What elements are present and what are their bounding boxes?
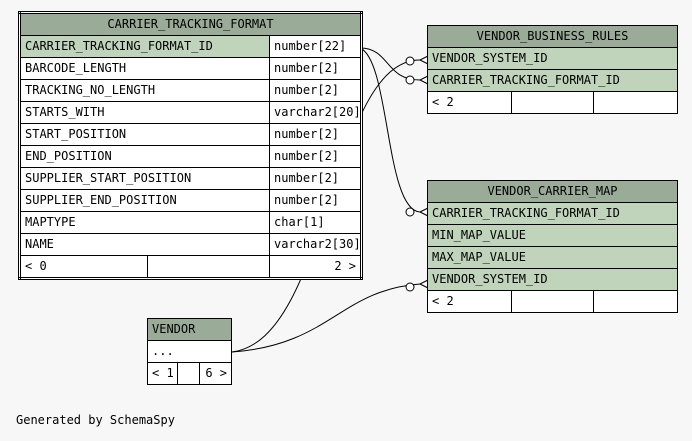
column-type: char[1] (268, 211, 363, 234)
column-name: SUPPLIER_START_POSITION (19, 167, 270, 190)
table-vendor[interactable]: VENDOR ... < 1 6 > (147, 318, 232, 385)
parents-count[interactable]: < 1 (147, 362, 178, 385)
spacer (592, 91, 679, 114)
column-type: number[2] (268, 145, 363, 168)
column-type: number[2] (268, 79, 363, 102)
column-name: NAME (19, 233, 270, 256)
children-count[interactable]: 6 > (199, 362, 232, 385)
column-type: number[2] (268, 57, 363, 80)
crowfoot-vbr-ctf (405, 75, 415, 85)
spacer (592, 290, 679, 313)
footer-split: < 0 (19, 255, 270, 279)
table-carrier-tracking-format[interactable]: CARRIER_TRACKING_FORMAT CARRIER_TRACKING… (18, 11, 364, 280)
table-vendor-carrier-map[interactable]: VENDOR_CARRIER_MAP CARRIER_TRACKING_FORM… (426, 180, 679, 313)
table-title[interactable]: VENDOR_CARRIER_MAP (426, 180, 679, 203)
spacer (177, 362, 200, 385)
column-name: END_POSITION (19, 145, 270, 168)
table-title[interactable]: VENDOR_BUSINESS_RULES (426, 25, 679, 48)
column-name: TRACKING_NO_LENGTH (19, 79, 270, 102)
crowfoot-vcm-vendor (405, 282, 415, 292)
table-vendor-business-rules[interactable]: VENDOR_BUSINESS_RULES VENDOR_SYSTEM_ID C… (426, 25, 679, 114)
column-type: varchar2[20] (268, 101, 363, 124)
column-name: CARRIER_TRACKING_FORMAT_ID (426, 202, 679, 225)
generated-by-label: Generated by SchemaSpy (16, 413, 175, 427)
column-name: MAX_MAP_VALUE (426, 246, 679, 269)
column-type: number[22] (268, 35, 363, 58)
edge-vendor-to-vcm (231, 283, 421, 353)
column-name: MIN_MAP_VALUE (426, 224, 679, 247)
column-name: START_POSITION (19, 123, 270, 146)
column-name: CARRIER_TRACKING_FORMAT_ID (19, 35, 270, 58)
column-type: number[2] (268, 167, 363, 190)
spacer (511, 290, 594, 313)
table-title[interactable]: VENDOR (147, 318, 232, 341)
column-type: number[2] (268, 189, 363, 212)
parents-count[interactable]: < 2 (427, 290, 512, 313)
column-name: SUPPLIER_END_POSITION (19, 189, 270, 212)
columns-ellipsis: ... (147, 340, 232, 363)
column-name: VENDOR_SYSTEM_ID (426, 47, 679, 70)
parents-count[interactable]: < 0 (21, 256, 148, 277)
table-title[interactable]: CARRIER_TRACKING_FORMAT (18, 12, 363, 36)
spacer (148, 257, 269, 278)
column-name: CARRIER_TRACKING_FORMAT_ID (426, 69, 679, 92)
edge-ctf-to-vcm (359, 47, 421, 213)
spacer (511, 91, 594, 114)
column-type: number[2] (268, 123, 363, 146)
crowfoot-vbr-vendor (405, 56, 415, 66)
column-name: MAPTYPE (19, 211, 270, 234)
column-name: VENDOR_SYSTEM_ID (426, 268, 679, 291)
column-name: STARTS_WITH (19, 101, 270, 124)
children-count[interactable]: 2 > (268, 255, 363, 279)
parents-count[interactable]: < 2 (427, 91, 512, 114)
crowfoot-vcm-ctf (405, 207, 415, 217)
column-type: varchar2[30] (268, 233, 363, 256)
column-name: BARCODE_LENGTH (19, 57, 270, 80)
